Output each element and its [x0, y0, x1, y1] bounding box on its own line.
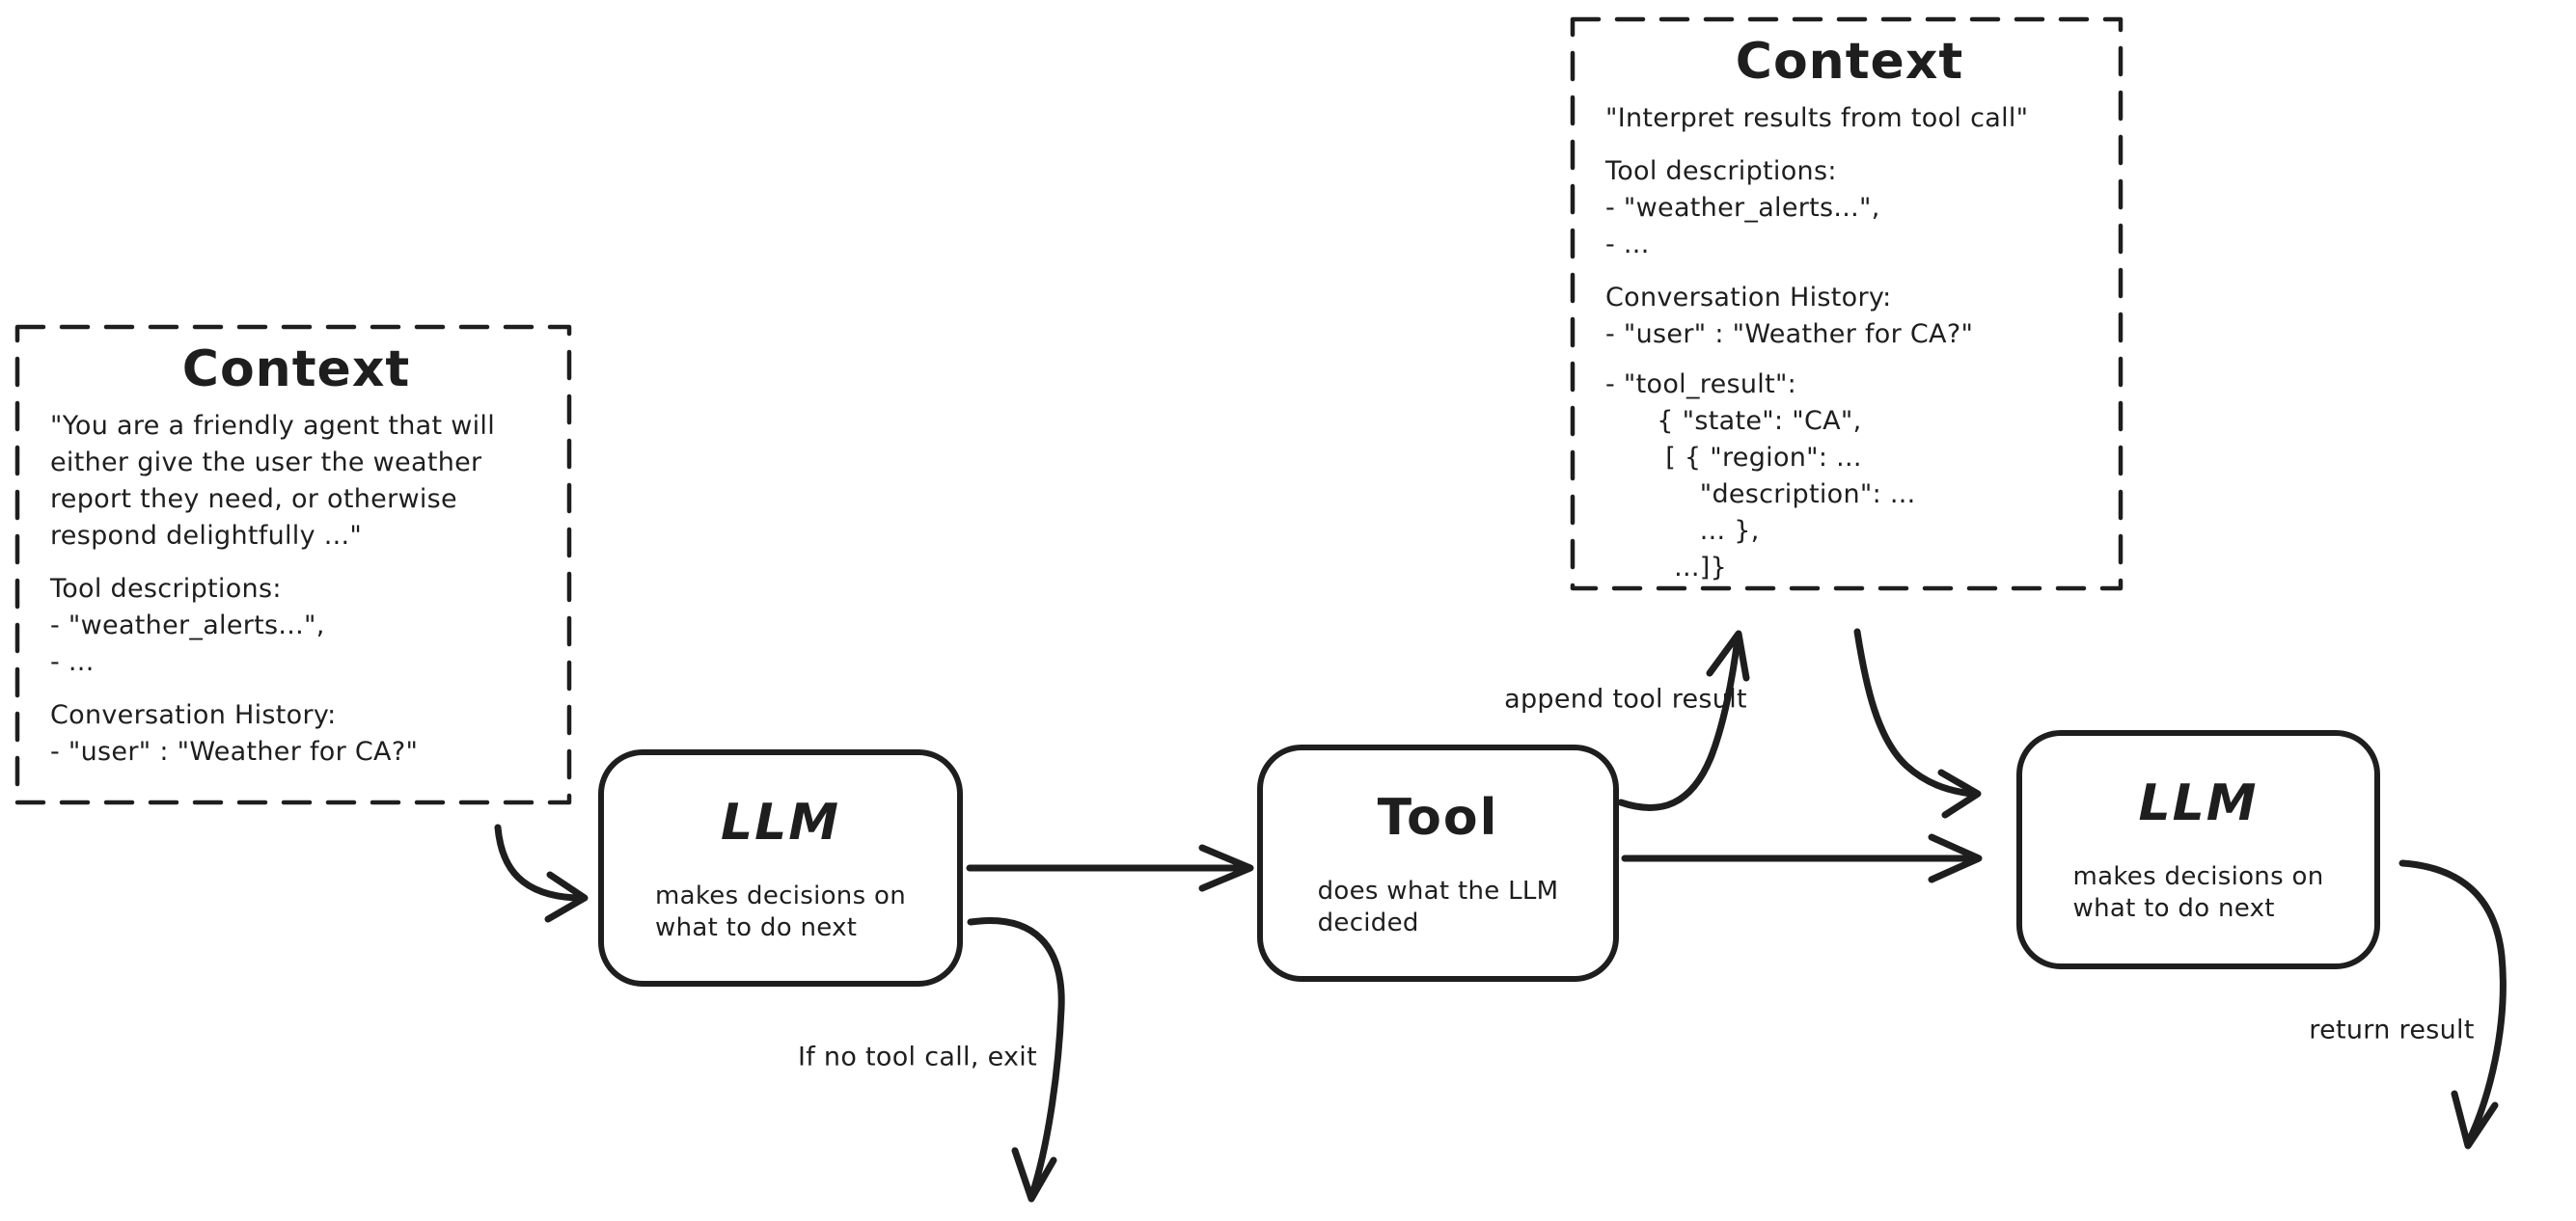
- context-box-left-border: [14, 324, 572, 805]
- context-left-title: Context: [181, 340, 411, 398]
- node-llm-second: LLM makes decisions on what to do next: [2016, 730, 2380, 969]
- arrow-context-to-first-llm: [494, 824, 589, 923]
- context-right-conversation-history: Conversation History: - "user" : "Weathe…: [1605, 283, 1974, 349]
- llm-first-subtitle: makes decisions on what to do next: [655, 882, 906, 942]
- tool-title: Tool: [1377, 789, 1499, 847]
- context-box-right: Context "Interpret results from tool cal…: [1573, 19, 2121, 588]
- arrow-context-to-second-llm: [1853, 628, 1982, 819]
- tool-subtitle: does what the LLM decided: [1317, 877, 1559, 937]
- node-llm-first: LLM makes decisions on what to do next: [598, 749, 963, 987]
- context-left-system-prompt: "You are a friendly agent that will eith…: [50, 411, 496, 551]
- arrow-tool-to-context: [1617, 630, 1750, 811]
- llm-first-title: LLM: [720, 794, 840, 852]
- label-return-result: return result: [2309, 1015, 2475, 1045]
- context-right-title: Context: [1735, 33, 1964, 91]
- context-right-tool-descriptions: Tool descriptions: - "weather_alerts..."…: [1605, 156, 1880, 259]
- node-tool: Tool does what the LLM decided: [1257, 745, 1619, 982]
- arrow-tool-to-second-llm: [1621, 833, 1983, 883]
- arrow-llm-to-tool: [966, 844, 1254, 892]
- context-box-left: Context "You are a friendly agent that w…: [17, 327, 569, 802]
- arrow-llm-exit: [967, 917, 1065, 1203]
- label-append-tool-result: append tool result: [1504, 684, 1747, 715]
- context-box-right-border: [1570, 16, 2124, 591]
- context-left-tool-descriptions: Tool descriptions: - "weather_alerts..."…: [50, 574, 325, 677]
- arrow-llm2-return: [2398, 859, 2507, 1150]
- llm-second-subtitle: makes decisions on what to do next: [2072, 862, 2324, 923]
- context-right-tool-result: - "tool_result": { "state": "CA", [ { "r…: [1605, 369, 1916, 583]
- context-left-conversation-history: Conversation History: - "user" : "Weathe…: [50, 700, 419, 767]
- context-right-system-prompt: "Interpret results from tool call": [1605, 103, 2029, 133]
- label-no-tool-call-exit: If no tool call, exit: [797, 1042, 1037, 1072]
- llm-second-title: LLM: [2138, 774, 2259, 832]
